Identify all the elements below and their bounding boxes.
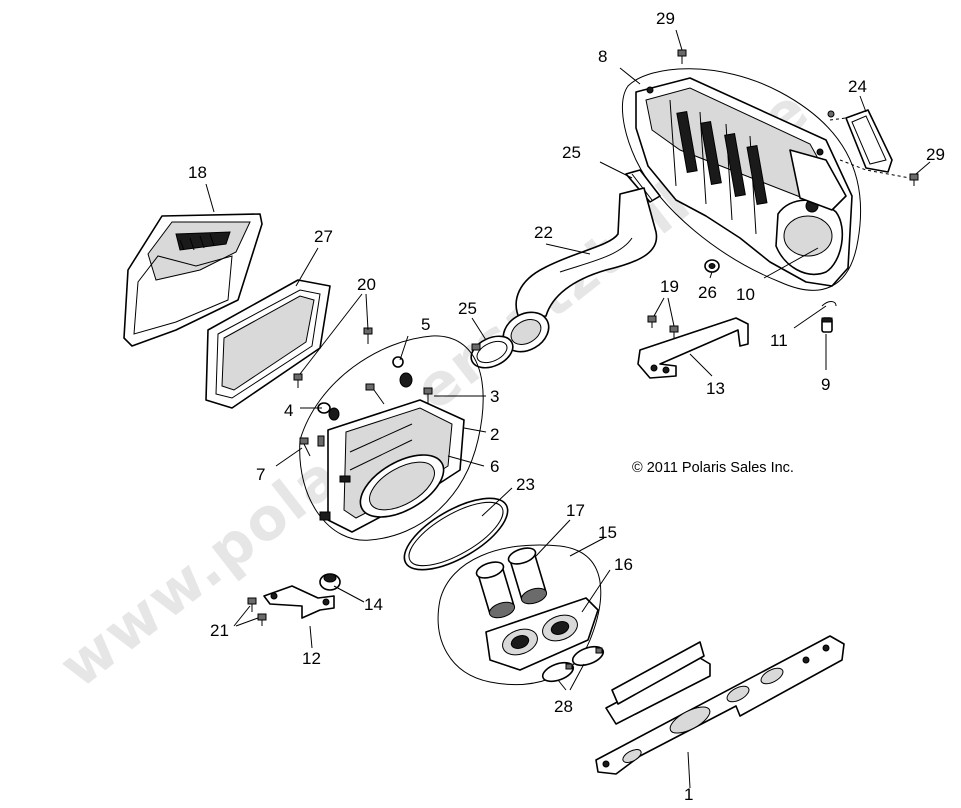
callout-6: 6 (490, 457, 499, 476)
callout-20: 20 (357, 275, 376, 294)
part-22-intake-duct (502, 187, 658, 353)
callout-16: 16 (614, 555, 633, 574)
part-28-clamps (541, 645, 605, 683)
part-12-bracket (263, 585, 335, 619)
leader-lines (205, 29, 931, 789)
part-3-bolt (365, 383, 433, 405)
callout-5: 5 (421, 315, 430, 334)
part-4-grommet (317, 402, 340, 421)
callout-29-top: 29 (656, 9, 675, 28)
callout-28: 28 (554, 697, 573, 716)
callout-labels: 1 2 3 4 5 6 7 8 9 10 11 12 13 14 15 16 1… (188, 9, 945, 804)
callout-12: 12 (302, 649, 321, 668)
part-26-seal (704, 259, 720, 273)
callout-18: 18 (188, 163, 207, 182)
callout-3: 3 (490, 387, 499, 406)
part-17-boots (475, 547, 548, 619)
part-20-bolts (293, 327, 373, 388)
callout-11: 11 (770, 331, 788, 350)
part-13-bracket (637, 317, 749, 379)
part-7-bolt (299, 435, 325, 457)
callout-8: 8 (598, 47, 607, 66)
callout-2: 2 (490, 425, 499, 444)
part-25-hose-clamp (470, 335, 514, 369)
part-9-valve (821, 317, 833, 333)
part-24-gasket (829, 109, 911, 179)
callout-15: 15 (598, 523, 617, 542)
callout-10: 10 (736, 285, 755, 304)
part-18-filter-cover (123, 213, 263, 347)
callout-29-right: 29 (926, 145, 945, 164)
callout-19: 19 (660, 277, 679, 296)
callout-7: 7 (256, 465, 265, 484)
part-16-outlet-plate (485, 597, 599, 671)
callout-1: 1 (684, 785, 693, 804)
callout-25-lower: 25 (458, 299, 477, 318)
callout-4: 4 (284, 401, 293, 420)
callout-21: 21 (210, 621, 229, 640)
part-23-o-ring (403, 497, 509, 571)
callout-27: 27 (314, 227, 333, 246)
callout-17: 17 (566, 501, 585, 520)
part-2-filter-base (299, 335, 484, 541)
callout-23: 23 (516, 475, 535, 494)
callout-25-upper: 25 (562, 143, 581, 162)
callout-14: 14 (364, 595, 383, 614)
callout-9: 9 (821, 375, 830, 394)
part-21-screws (247, 597, 267, 626)
part-29-screw-right (909, 173, 919, 186)
part-14-grommet (319, 573, 341, 591)
callout-26: 26 (698, 283, 717, 302)
callout-13: 13 (706, 379, 725, 398)
part-15-outlet-group (437, 544, 602, 685)
part-1-mounting-plate (595, 635, 845, 775)
part-29-screw-top (677, 49, 687, 64)
copyright-notice: © 2011 Polaris Sales Inc. (632, 460, 794, 476)
screw-icon (827, 110, 835, 118)
part-19-screws (647, 315, 679, 338)
part-8-airbox-housing (622, 68, 862, 291)
part-11-clip (821, 301, 837, 307)
part-5-grommet (392, 356, 413, 388)
callout-22: 22 (534, 223, 553, 242)
callout-24: 24 (848, 77, 867, 96)
